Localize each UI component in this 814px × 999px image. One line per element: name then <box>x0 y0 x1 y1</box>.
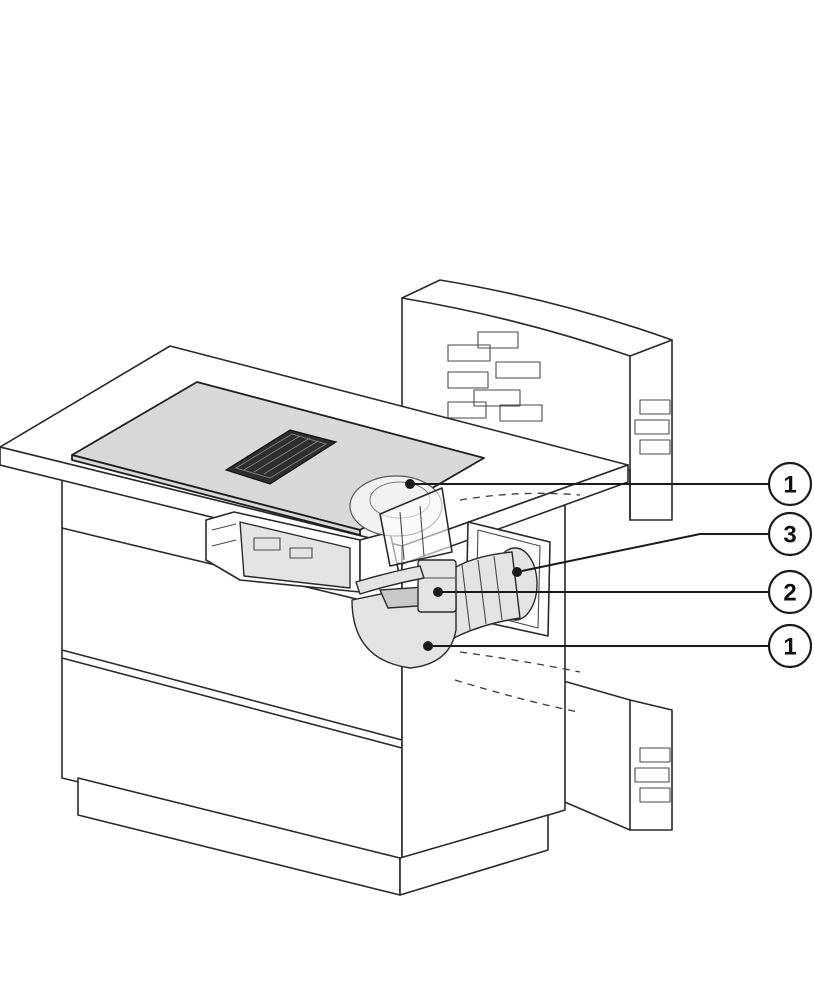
duct-elbow-lower <box>351 559 457 669</box>
callout-3: 3 <box>767 511 813 557</box>
callout-label: 3 <box>783 522 796 549</box>
callout-1-top: 1 <box>767 461 813 507</box>
leader-3 <box>516 533 770 573</box>
wall-bricks <box>447 331 671 455</box>
hidden-contours <box>454 492 581 713</box>
callout-label: 1 <box>783 634 796 661</box>
callout-2: 2 <box>767 569 813 615</box>
extraction-vent <box>224 429 338 485</box>
callout-label: 2 <box>783 580 796 607</box>
callout-1-bottom: 1 <box>767 623 813 669</box>
leader-lines <box>405 479 770 651</box>
callout-label: 1 <box>783 472 796 499</box>
fan-unit <box>205 475 453 595</box>
wall-lower <box>559 679 673 831</box>
